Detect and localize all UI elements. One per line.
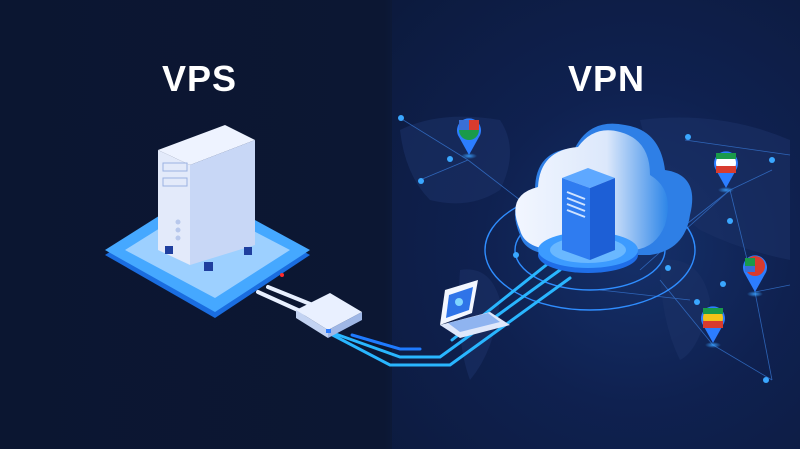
location-pin-icon <box>457 118 481 159</box>
location-pin-icon <box>713 151 738 193</box>
location-pin-icon <box>742 255 768 297</box>
cloud-server-rack-icon <box>562 168 615 260</box>
location-pin-icon <box>700 306 726 348</box>
vpn-title: VPN <box>568 58 646 99</box>
vps-title: VPS <box>162 58 238 99</box>
cables <box>256 260 572 367</box>
router-icon <box>296 293 362 338</box>
network-nodes <box>398 115 775 383</box>
laptop-icon <box>440 280 510 338</box>
server-tower-icon <box>158 125 255 271</box>
